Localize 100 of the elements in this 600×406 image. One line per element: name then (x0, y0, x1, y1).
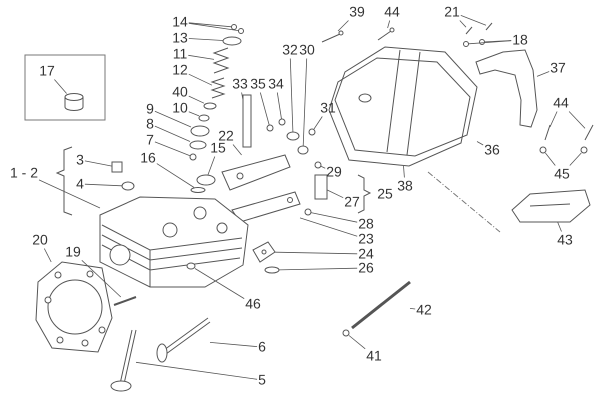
washer-drawing (308, 128, 316, 136)
leader-line (44, 248, 52, 262)
callout-number: 42 (416, 302, 432, 318)
washer-drawing (463, 41, 469, 47)
callout-number: 44 (553, 96, 569, 110)
leader-line (38, 180, 100, 208)
cotter-drawing (238, 28, 244, 34)
seal-drawing (190, 154, 196, 160)
spring-seat-drawing (190, 126, 210, 136)
bolt-drawing (378, 28, 394, 40)
ring-drawing (298, 146, 308, 154)
screw-drawing (266, 124, 274, 132)
leader-line (278, 268, 358, 270)
callout-number: 33 (232, 76, 248, 92)
callout-number: 30 (299, 42, 315, 58)
callout-number: 8 (146, 116, 154, 132)
bolt-drawing (322, 30, 344, 42)
callout-number: 11 (172, 46, 188, 62)
callout-number: 22 (218, 128, 234, 144)
leader-line (260, 92, 270, 126)
leader-line (300, 218, 358, 237)
callout-number: 25 (377, 186, 393, 202)
callout-number: 32 (282, 42, 298, 58)
callout-number: 12 (172, 62, 188, 78)
callout-number: 43 (557, 232, 573, 248)
leader-line (84, 184, 122, 186)
callout-number: 26 (358, 260, 374, 276)
washer-drawing (314, 162, 322, 168)
leader-line (154, 142, 190, 156)
callout-number: 13 (172, 30, 188, 46)
callout-number: 27 (344, 194, 360, 210)
cap-drawing (64, 93, 84, 111)
spring-seat-drawing (190, 140, 206, 150)
leader-line (188, 111, 200, 116)
side-cover-drawing (511, 189, 591, 222)
ring-drawing (190, 187, 206, 193)
plug-drawing (580, 146, 588, 154)
leader-line (459, 20, 466, 28)
tappet-drawing (314, 174, 328, 200)
leader-line (241, 92, 244, 100)
leader-line (274, 252, 358, 254)
stud-drawing (114, 296, 136, 306)
leader-line (208, 156, 216, 176)
leader-line (210, 342, 258, 347)
washer-drawing (342, 330, 350, 336)
leader-line (550, 111, 558, 128)
leader-line (302, 58, 308, 146)
valve-cover-drawing (334, 46, 478, 156)
leader-line (314, 116, 323, 130)
leader-line (557, 222, 562, 232)
cotter-drawing (231, 24, 237, 30)
bushing-drawing (196, 174, 216, 186)
leader-line (188, 38, 224, 41)
leader-line (188, 54, 214, 60)
callout-number: 29 (326, 164, 342, 180)
leader-line (156, 163, 194, 188)
leader-line (403, 166, 405, 178)
callout-number: 38 (397, 178, 413, 194)
leader-line (410, 308, 416, 310)
callout-number: 44 (384, 4, 400, 20)
leader-line (54, 79, 67, 94)
callout-number: 45 (554, 166, 570, 182)
head-gasket-drawing (36, 261, 113, 353)
bolt-drawing (486, 22, 492, 30)
leader-line (536, 71, 550, 77)
callout-number: 4 (76, 176, 84, 192)
leader-line (310, 212, 358, 223)
callout-number: 19 (65, 244, 81, 260)
washer-drawing (204, 102, 216, 110)
callout-number: 39 (349, 4, 365, 20)
bolt-drawing (584, 124, 594, 140)
plug-drawing (112, 162, 122, 172)
callout-number: 15 (210, 140, 226, 156)
leader-line (460, 15, 486, 26)
spring-drawing (212, 48, 230, 74)
callout-number: 3 (76, 152, 84, 168)
leader-line (188, 96, 204, 104)
rocker-arm-drawing (221, 154, 291, 191)
cylinder-head-drawing (100, 196, 249, 288)
rod-drawing (242, 94, 252, 148)
leader-line (81, 260, 122, 298)
leader-line (468, 40, 512, 44)
pin-drawing (264, 266, 280, 274)
valve-drawing (110, 330, 136, 392)
leader-line (188, 74, 212, 86)
spring-drawing (286, 132, 300, 140)
callout-number: 28 (358, 216, 374, 232)
leader-line (188, 22, 232, 28)
leader-line (290, 58, 294, 132)
bolt-drawing (466, 26, 472, 34)
callout-number: 35 (250, 76, 266, 92)
leader-line (326, 190, 344, 198)
leader-line (476, 141, 484, 146)
callout-number: 5 (258, 372, 266, 388)
callout-number: 1 - 2 (10, 166, 38, 180)
callout-number: 34 (268, 76, 284, 92)
plug-drawing (540, 146, 546, 154)
washer-drawing (479, 39, 485, 45)
washer-drawing (198, 114, 210, 122)
callout-number: 36 (484, 142, 500, 158)
